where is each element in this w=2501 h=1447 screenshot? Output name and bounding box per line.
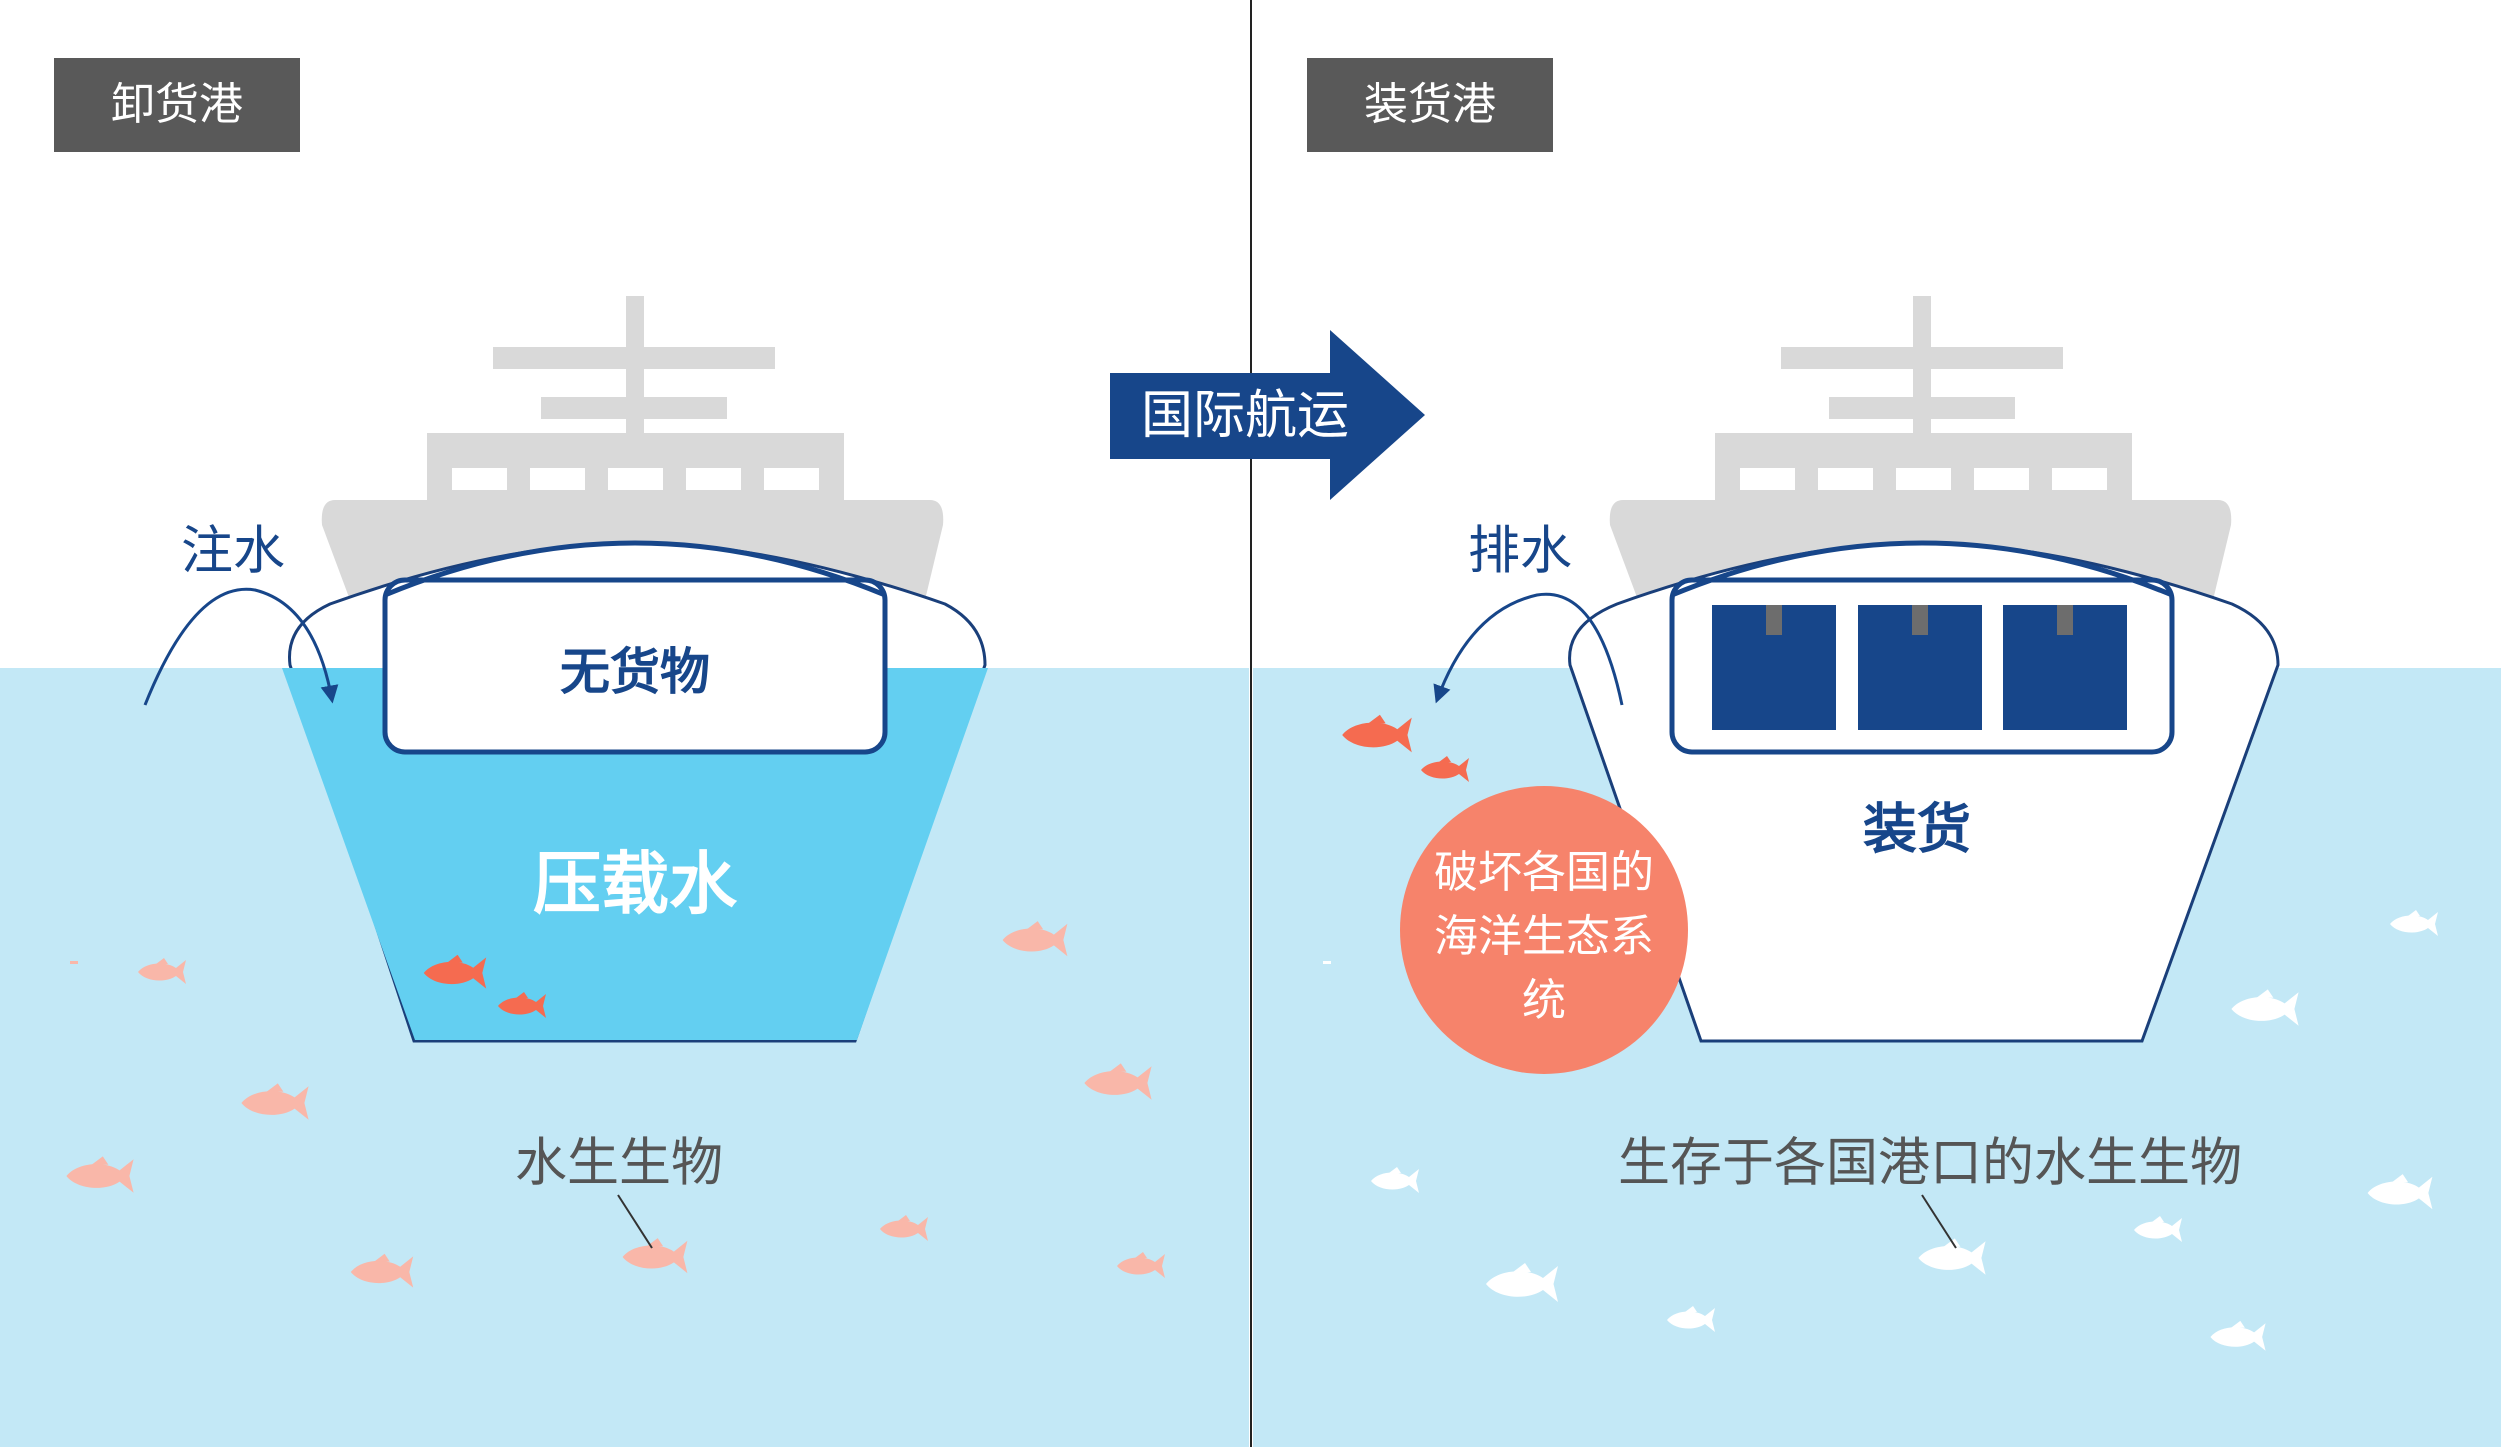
left-deck-line bbox=[384, 540, 886, 598]
right-organisms-label: 生存于各国港口的水生生物 bbox=[1617, 1133, 2243, 1194]
ecosystem-damage-label: 破坏各国的海洋生态系统 bbox=[1434, 847, 1654, 1026]
voyage-arrow bbox=[1110, 330, 1425, 500]
ballast-intake-label: 注水 bbox=[180, 521, 286, 582]
fill-arrow bbox=[143, 587, 339, 706]
loaded-cargo-label: 装货 bbox=[1863, 797, 1971, 861]
empty-cargo-hold bbox=[382, 577, 888, 755]
international-shipping-label: 国际航运 bbox=[1140, 386, 1349, 446]
cargo-containers bbox=[1712, 605, 2127, 730]
right-deck-line bbox=[1671, 540, 2173, 598]
loading-port-tag: 装货港 bbox=[1307, 58, 1553, 152]
ballast-water-label: 压载水 bbox=[532, 845, 738, 925]
left-aquatic-organisms bbox=[66, 921, 1165, 1288]
discharge-arrow bbox=[1433, 592, 1624, 706]
no-cargo-label: 无货物 bbox=[560, 643, 710, 701]
left-ship-windows bbox=[452, 468, 819, 490]
ecosystem-damage-circle bbox=[1400, 786, 1688, 1074]
right-ship bbox=[1568, 296, 2280, 1043]
left-organisms-label: 水生生物 bbox=[514, 1133, 724, 1194]
right-aquatic-organisms bbox=[1323, 910, 2438, 1351]
left-organism-pointer bbox=[617, 1194, 653, 1249]
right-ship-windows bbox=[1740, 468, 2107, 490]
unloading-port-tag: 卸货港 bbox=[54, 58, 300, 152]
ballast-discharge-label: 排水 bbox=[1467, 521, 1573, 582]
right-organism-pointer bbox=[1921, 1194, 1957, 1249]
left-ship bbox=[282, 296, 988, 1043]
ballast-water bbox=[282, 668, 988, 1040]
